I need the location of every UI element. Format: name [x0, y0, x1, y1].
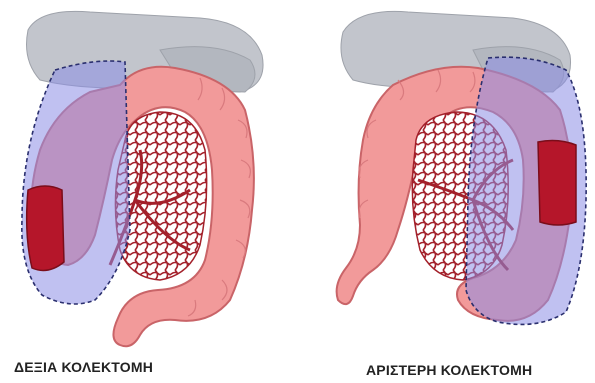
tumor-segment [538, 141, 576, 225]
left-colectomy-panel [298, 0, 595, 383]
right-colectomy-caption: ΔΕΞΙΑ ΚΟΛΕΚΤΟΜΗ [14, 359, 153, 375]
tumor-segment [27, 186, 64, 270]
left-colectomy-illustration [298, 0, 595, 383]
left-colectomy-caption: ΑΡΙΣΤΕΡΗ ΚΟΛΕΚΤΟΜΗ [366, 362, 532, 378]
right-colectomy-panel [0, 0, 297, 383]
right-colectomy-illustration [0, 0, 297, 383]
